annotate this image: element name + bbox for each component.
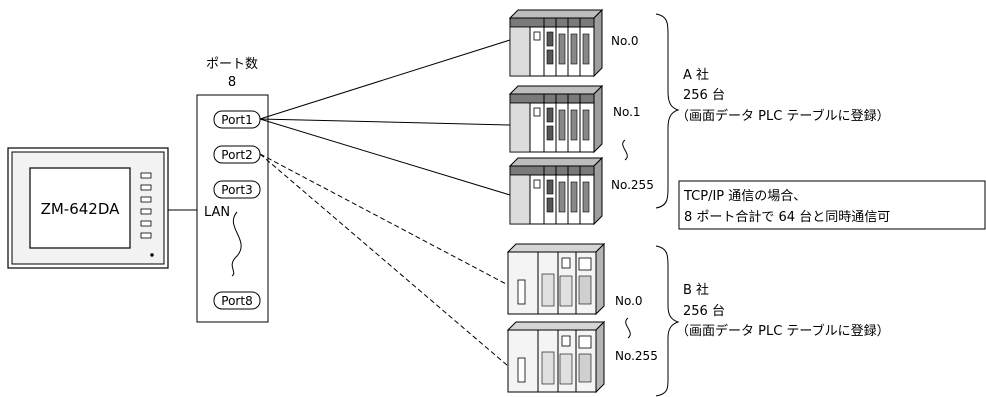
port-2-label: Port2 [221, 148, 252, 162]
company-b-brace [655, 245, 680, 397]
plc-a-no255-label: No.255 [611, 178, 654, 192]
plc-a-no1: No.1 [509, 85, 641, 153]
company-a-name: A 社 [683, 67, 709, 83]
ports-ellipsis-squiggle [231, 211, 242, 277]
port-count-title: ポート数 [206, 57, 258, 72]
port-count-value: 8 [228, 75, 236, 90]
hmi-function-keys [140, 172, 154, 257]
port-3-label: Port3 [221, 183, 252, 197]
company-b-name: B 社 [683, 282, 709, 298]
tcp-note-line1: TCP/IP 通信の場合、 [683, 189, 806, 204]
hmi-model-label: ZM-642DA [41, 200, 121, 218]
hmi-unit: ZM-642DA [7, 147, 169, 269]
hmi-screen [29, 167, 131, 249]
company-b-count: 256 台 [683, 304, 725, 319]
company-a-note: （画面データ PLC テーブルに登録） [676, 108, 890, 124]
plc-b-no255: No.255 [507, 321, 658, 393]
plc-b-no0-label: No.0 [615, 294, 643, 308]
port2-connections [259, 153, 509, 367]
port-1-label: Port1 [221, 113, 252, 127]
company-a-count: 256 台 [683, 88, 725, 103]
plc-a-no0: No.0 [509, 9, 639, 77]
plc-b-no255-label: No.255 [615, 349, 658, 363]
company-a-brace [655, 13, 680, 209]
port-8: Port8 [213, 291, 261, 310]
company-b-note: （画面データ PLC テーブルに登録） [676, 323, 890, 339]
plc-a-no1-label: No.1 [613, 105, 641, 119]
lan-label: LAN [204, 205, 230, 220]
plc-a-no0-label: No.0 [611, 34, 639, 48]
port1-connections [259, 39, 511, 196]
tcp-note-line2: 8 ポート合計で 64 台と同時通信可 [684, 209, 890, 225]
port-2: Port2 [213, 145, 261, 164]
plc-a-no255: No.255 [509, 157, 654, 225]
lan-box [196, 94, 269, 323]
port-3: Port3 [213, 180, 261, 199]
port-1: Port1 [213, 110, 261, 129]
tcp-note-box [678, 180, 986, 230]
plc-b-ellipsis-squiggle [625, 317, 631, 339]
plc-a-ellipsis-squiggle [622, 139, 628, 161]
port-8-label: Port8 [221, 294, 252, 308]
plc-b-no0: No.0 [507, 243, 643, 315]
